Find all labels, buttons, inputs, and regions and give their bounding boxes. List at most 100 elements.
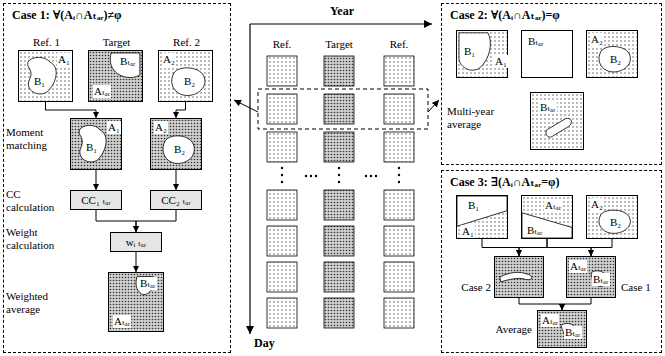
ellipsis-dot xyxy=(315,175,317,177)
step-label: Weight calculation xyxy=(6,226,64,252)
dotted-ground xyxy=(151,119,201,169)
region-group xyxy=(163,136,194,164)
data-square xyxy=(267,298,297,328)
reference-image: B₁A₁ xyxy=(456,195,508,239)
ellipsis-dot xyxy=(310,175,312,177)
ellipsis-dot xyxy=(398,181,400,183)
region-group xyxy=(500,272,532,281)
step-label: Moment matching xyxy=(6,126,64,152)
data-square xyxy=(267,132,297,162)
region-b xyxy=(546,118,571,137)
ellipsis-dot xyxy=(281,167,283,169)
flow-arrow xyxy=(46,102,97,118)
dotted-ground xyxy=(457,31,507,77)
region-label: Bₜₐᵣ xyxy=(564,326,582,339)
data-square xyxy=(267,94,297,124)
image-heading: Ref. 1 xyxy=(14,36,79,49)
region-group xyxy=(457,196,507,226)
region-label: Bₜₐᵣ xyxy=(139,277,157,290)
region-label: B₁ xyxy=(85,141,98,154)
dotted-ground xyxy=(522,196,572,238)
flow-arrow xyxy=(562,298,591,310)
data-square xyxy=(324,132,354,162)
region-label: Aₜₐᵣ xyxy=(544,199,562,212)
region-b xyxy=(459,33,490,70)
ellipsis-dot xyxy=(305,175,307,177)
region-label: Bₜₐᵣ xyxy=(539,101,557,114)
data-square xyxy=(324,226,354,256)
flow-arrow xyxy=(96,170,97,190)
panel-title: Case 3: ∃(Aᵢ∩Aₜₐᵣ=φ) xyxy=(448,176,562,189)
matched-image: A₂B₂ xyxy=(150,118,202,170)
case1-result: Case 1AₜₐᵣBₜₐᵣ xyxy=(566,256,616,298)
image-fill xyxy=(495,257,543,297)
step-label: CC calculation xyxy=(6,188,64,214)
data-square xyxy=(324,190,354,220)
region-label: A₁ xyxy=(57,53,71,66)
dotted-ground xyxy=(538,311,586,347)
region-group xyxy=(522,213,572,238)
region-label: A₂ xyxy=(590,198,604,211)
flow-arrow xyxy=(591,239,612,256)
axis-label: Day xyxy=(254,337,284,350)
data-square xyxy=(384,262,414,292)
flow-arrow xyxy=(176,102,186,118)
region-b xyxy=(500,272,532,281)
result-image: Multi-year averageBₜₐᵣ xyxy=(530,92,584,150)
data-square xyxy=(324,262,354,292)
image-heading: Average xyxy=(476,323,532,336)
column-heading: Ref. xyxy=(264,38,300,51)
region-b xyxy=(28,57,56,93)
selected-row xyxy=(258,89,428,129)
data-square xyxy=(324,94,354,124)
dotted-ground xyxy=(531,93,583,149)
reference-image: B₁A₁ xyxy=(456,30,508,78)
flow-arrow xyxy=(547,239,591,256)
ellipsis-dot xyxy=(375,175,377,177)
data-square xyxy=(324,298,354,328)
region-label: Aₜₐᵣ xyxy=(569,260,587,273)
region-label: A₂ xyxy=(162,53,176,66)
region-label: B₂ xyxy=(609,53,622,66)
ellipsis-dot xyxy=(365,175,367,177)
region-b xyxy=(163,136,194,164)
data-square xyxy=(267,56,297,86)
panel-title: Case 1: ∀(Aᵢ∩Aₜₐᵣ)≠φ xyxy=(10,9,124,22)
region-label: B₁ xyxy=(33,75,46,88)
case2-result: Case 2 xyxy=(494,256,544,298)
target-image: TargetBₜₐᵣAₜₐᵣ xyxy=(88,50,143,102)
region-label: CC₁ ₜₐᵣ xyxy=(81,194,111,207)
step-label: Weighted average xyxy=(6,290,64,316)
image-heading: Case 1 xyxy=(621,281,661,294)
region-label: Bₜₐᵣ xyxy=(526,224,544,237)
region-label: Aₜₐᵣ xyxy=(113,315,131,328)
region-label: B₁ xyxy=(463,45,476,58)
cc-box: CC₁ ₜₐᵣ xyxy=(70,190,122,210)
flow-arrow xyxy=(136,210,176,232)
ellipsis-dot xyxy=(338,167,340,169)
dotted-ground xyxy=(495,257,543,297)
region-label: B₂ xyxy=(183,75,196,88)
column-heading: Target xyxy=(317,38,361,51)
dotted-ground xyxy=(457,196,507,238)
region-b xyxy=(599,46,630,71)
region-label: wᵢ ₜₐᵣ xyxy=(126,236,147,249)
region-b xyxy=(110,53,140,78)
dotted-ground xyxy=(587,196,637,238)
data-square xyxy=(384,298,414,328)
region-group xyxy=(110,53,140,78)
region-group xyxy=(28,57,56,93)
region-group xyxy=(459,33,490,70)
data-square xyxy=(267,262,297,292)
data-square xyxy=(384,226,414,256)
year-axis xyxy=(250,23,432,24)
region-label: Bₜₐᵣ xyxy=(527,35,545,48)
data-square xyxy=(267,190,297,220)
dotted-ground xyxy=(567,257,615,297)
ellipsis-dot xyxy=(338,174,340,176)
ellipsis-dot xyxy=(338,181,340,183)
pointer-arrow xyxy=(428,100,439,112)
ellipsis-dot xyxy=(398,167,400,169)
column-heading: Ref. xyxy=(381,38,417,51)
panel-title: Case 2: ∀(Aᵢ∩Aₜₐᵣ)=φ xyxy=(448,9,562,22)
